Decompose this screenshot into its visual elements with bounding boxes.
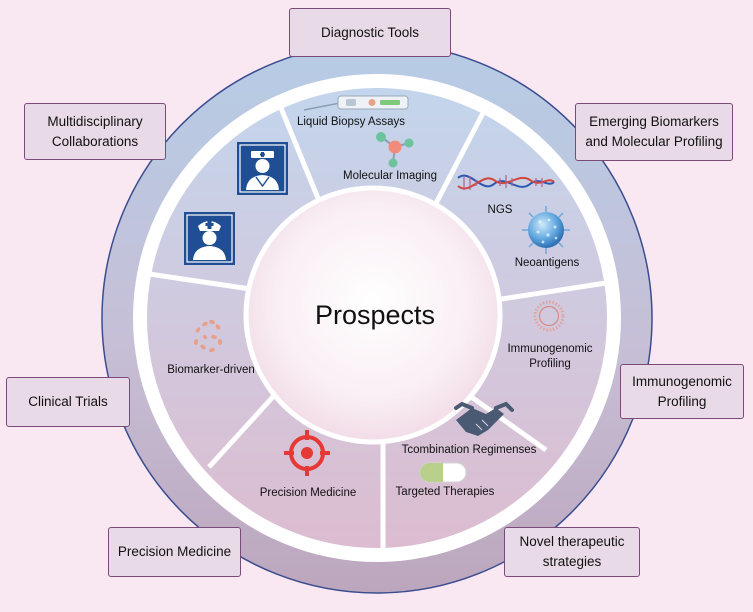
emerging-biomarkers-box: Emerging Biomarkers and Molecular Profil…	[575, 103, 733, 161]
center-circle	[243, 185, 503, 445]
doctor-icon	[237, 142, 288, 195]
biomarker-dots-icon	[193, 319, 223, 353]
diagnostic-tools-box: Diagnostic Tools	[289, 8, 451, 57]
handshake-icon	[454, 401, 514, 436]
biomarker-driven-label: Biomarker-driven	[167, 364, 255, 376]
liquid-biopsy-label: Liquid Biopsy Assays	[297, 116, 405, 128]
immunogenomic-segment-label-1: Immunogenomic	[507, 343, 592, 355]
neoantigens-label: Neoantigens	[515, 257, 580, 269]
molecular-imaging-label: Molecular Imaging	[343, 170, 437, 182]
nurse-icon	[184, 212, 235, 265]
crosshair-target-icon	[284, 430, 330, 476]
precision-medicine-box: Precision Medicine	[108, 527, 241, 577]
dna-helix-icon	[457, 174, 555, 190]
multidisciplinary-collaborations-box: Multidisciplinary Collaborations	[24, 103, 166, 160]
novel-therapeutic-strategies-box: Novel therapeutic strategies	[504, 527, 640, 577]
combination-label: Tcombination Regimenses	[402, 444, 537, 456]
ngs-label: NGS	[488, 204, 513, 216]
virus-icon	[522, 206, 570, 254]
immune-cell-ring-icon	[533, 300, 565, 332]
targeted-therapies-label: Targeted Therapies	[396, 486, 495, 498]
immunogenomic-profiling-box: Immunogenomic Profiling	[620, 364, 744, 419]
precision-medicine-segment-label: Precision Medicine	[260, 487, 357, 499]
liquid-biopsy-test-icon	[303, 95, 409, 111]
segment-dividers	[148, 107, 607, 548]
center-title: Prospects	[315, 300, 435, 330]
clinical-trials-box: Clinical Trials	[6, 377, 130, 427]
immunogenomic-segment-label-2: Profiling	[529, 358, 571, 370]
molecule-icon	[376, 132, 414, 168]
capsule-pill-icon	[419, 462, 467, 483]
